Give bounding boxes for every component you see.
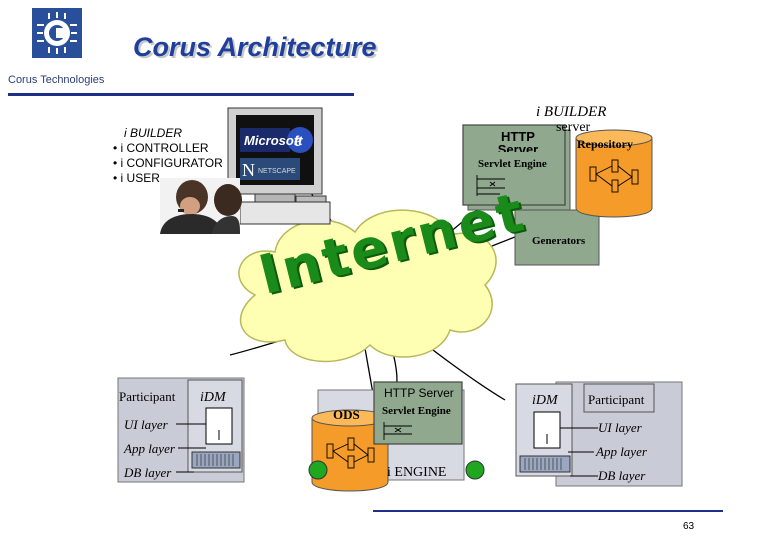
logo-text: Corus Technologies [8,74,105,86]
builder-repository: Repository [577,137,633,151]
users-photo [160,178,242,234]
engine-http-server: HTTP Server [384,386,454,400]
builder-server [462,124,653,266]
participant-left-title: Participant [119,389,176,404]
participant-right-app-layer: App layer [596,444,647,459]
roles-list: i BUILDER • i CONTROLLER • i CONFIGURATO… [113,126,223,186]
page-number: 63 [683,521,695,532]
engine-box [308,381,485,492]
engine-ods: ODS [333,407,360,422]
netscape-logo-icon [240,158,300,180]
ie-label: Microsoft [244,133,303,148]
builder-subtitle: server [556,120,591,135]
participant-right-ui-layer: UI layer [598,420,642,435]
builder-http-server: HTTP Server [497,130,539,152]
participant-right-idm: iDM [532,393,558,408]
role-item: • i USER [113,171,160,185]
title-rule [8,93,354,96]
page-title: Corus Architecture [133,32,377,62]
footer-rule [373,510,723,512]
engine-node-left [308,460,328,480]
participant-left-ui-layer: UI layer [124,417,168,432]
corus-logo [32,8,82,58]
participant-right-title: Participant [588,392,645,407]
engine-label: i ENGINE [387,465,447,480]
participant-left-app-layer: App layer [124,441,175,456]
svg-text:N: N [242,160,255,180]
role-item: • i CONFIGURATOR [113,156,223,170]
corus-logo-icon [37,12,77,54]
participant-left-idm: iDM [200,390,226,405]
client-computer: Microsoft e N NETSCAPE [227,107,331,225]
participant-right-db-layer: DB layer [598,468,646,483]
role-item: i BUILDER [124,126,183,140]
participant-right-box [515,381,683,487]
builder-title: i BUILDER [536,104,606,121]
svg-text:e: e [294,130,302,150]
ie-logo-icon [240,128,290,152]
builder-generators: Generators [532,235,586,247]
participant-left-db-layer: DB layer [124,465,172,480]
internet-cloud [238,209,497,363]
engine-servlet-engine: Servlet Engine [382,405,451,417]
role-item: • i CONTROLLER [113,141,209,155]
netscape-label: NETSCAPE [258,168,296,175]
builder-servlet-engine: Servlet Engine [478,158,547,170]
internet-label: Internet [253,180,533,332]
engine-node-right [465,460,485,480]
builder-title-text: i BUILDER [536,104,607,120]
participant-left-box [117,377,245,483]
